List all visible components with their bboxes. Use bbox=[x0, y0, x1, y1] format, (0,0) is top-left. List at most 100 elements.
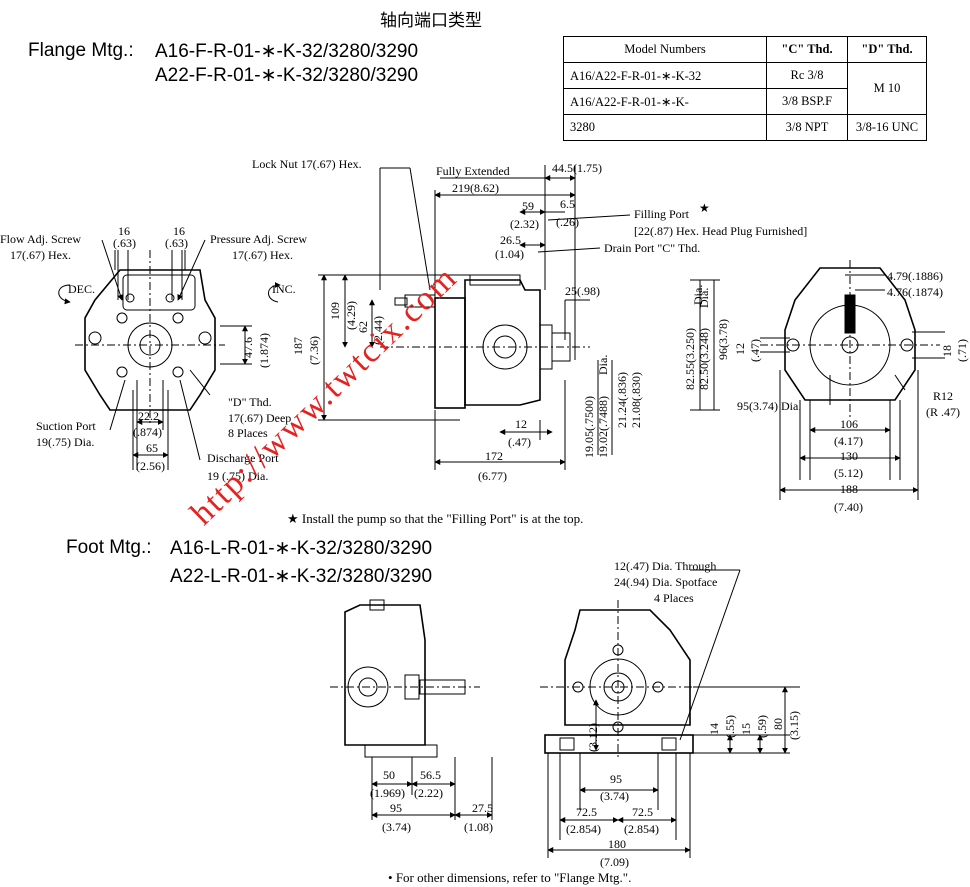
table-row: A16/A22-F-R-01-∗-K-32 Rc 3/8 M 10 bbox=[563, 62, 927, 115]
label-r12: R12 bbox=[933, 389, 953, 403]
foot-mtg-label: Foot Mtg.: bbox=[66, 537, 152, 558]
dim-foot-15: 15 bbox=[739, 723, 753, 735]
table-row: 3280 3/8 NPT 3/8-16 UNC bbox=[563, 114, 927, 141]
dim-foot-59: (.59) bbox=[755, 715, 769, 738]
flange-side-view bbox=[318, 165, 720, 470]
dim-foot-3-12: (3.12) bbox=[586, 723, 600, 752]
label-r47: (R .47) bbox=[926, 405, 960, 419]
label-d-thd-deep: 17(.67) Deep bbox=[228, 411, 291, 425]
dim-foot-95b: 95 bbox=[610, 772, 622, 786]
label-hole-3: 4 Places bbox=[654, 591, 694, 605]
table-row: A16/A22-F-R-01-∗-K- 3/8 BSP.F bbox=[563, 88, 927, 115]
label-drain-port: Drain Port "C" Thd. bbox=[604, 241, 700, 255]
flange-front-view bbox=[58, 239, 281, 470]
dim-foot-3-74a: (3.74) bbox=[382, 820, 411, 834]
table-header: Model Numbers bbox=[563, 36, 767, 63]
dim-63b: (.63) bbox=[165, 236, 188, 250]
dim-25: 25(.98) bbox=[565, 284, 600, 298]
dim-shaft-21-08: 21.08(.830) bbox=[629, 372, 643, 428]
label-d-thd-places: 8 Places bbox=[228, 426, 268, 440]
dim-foot-50: 50 bbox=[383, 768, 395, 782]
table-cell: M 10 bbox=[847, 62, 927, 115]
table-cell: Rc 3/8 bbox=[766, 62, 848, 89]
other-dims-note: • For other dimensions, refer to "Flange… bbox=[388, 870, 631, 886]
table-header: "D" Thd. bbox=[847, 36, 927, 63]
dim-109: 109 bbox=[328, 302, 342, 320]
label-d-thd: "D" Thd. bbox=[228, 395, 272, 409]
flange-rear-view bbox=[760, 260, 945, 500]
dim-71: (.71) bbox=[955, 339, 969, 362]
dim-106: 106 bbox=[840, 417, 858, 431]
foot-model-2: A22-L-R-01-∗-K-32/3280/3290 bbox=[170, 566, 433, 587]
dim-172: 172 bbox=[485, 449, 503, 463]
page-title: 轴向端口类型 bbox=[380, 11, 482, 31]
dim-96: 96(3.78) bbox=[716, 319, 730, 360]
dim-foot-27-5: 27.5 bbox=[472, 801, 493, 815]
dim-1-04: (1.04) bbox=[495, 247, 524, 261]
dim-2-32: (2.32) bbox=[510, 217, 539, 231]
label-inc: INC. bbox=[272, 282, 296, 296]
dim-7-40: (7.40) bbox=[834, 500, 863, 514]
dim-foot-72-5a: 72.5 bbox=[576, 805, 597, 819]
dim-foot-2-22: (2.22) bbox=[414, 786, 443, 800]
dim-16a: 16 bbox=[118, 224, 130, 238]
table-cell: A16/A22-F-R-01-∗-K- bbox=[563, 88, 767, 115]
dim-1-874: (1.874) bbox=[257, 333, 271, 368]
dim-47b: (.47) bbox=[748, 339, 762, 362]
dim-foot-72-5b: 72.5 bbox=[632, 805, 653, 819]
dim-187: 187 bbox=[291, 337, 305, 355]
dim-pilot-82-50: 82.50(3.248) bbox=[697, 328, 711, 390]
star-icon: ★ bbox=[287, 511, 299, 526]
dim-foot-14: 14 bbox=[707, 723, 721, 735]
dim-130: 130 bbox=[840, 449, 858, 463]
dim-65: 65 bbox=[146, 441, 158, 455]
dim-22-2: 22.2 bbox=[138, 409, 159, 423]
foot-front-view bbox=[540, 569, 800, 858]
model-table: Model Numbers "C" Thd. "D" Thd. A16/A22-… bbox=[563, 36, 927, 141]
label-suction-dia: 19(.75) Dia. bbox=[36, 435, 94, 449]
dim-foot-80: 80 bbox=[771, 718, 785, 730]
install-note-text: Install the pump so that the "Filling Po… bbox=[301, 511, 584, 526]
dim-188: 188 bbox=[840, 482, 858, 496]
label-discharge-port: Discharge Port bbox=[207, 451, 279, 465]
label-press-adj: Pressure Adj. Screw bbox=[210, 232, 307, 246]
dim-874: (.874) bbox=[133, 425, 162, 439]
dim-foot-56-5: 56.5 bbox=[420, 768, 441, 782]
flange-model-1: A16-F-R-01-∗-K-32/3280/3290 bbox=[155, 41, 419, 62]
dim-key-4-76: 4.76(.1874) bbox=[887, 285, 943, 299]
dim-59: 59 bbox=[522, 199, 534, 213]
dim-shaft-21-24: 21.24(.836) bbox=[615, 372, 629, 428]
dim-6-5: 6.5 bbox=[560, 197, 575, 211]
label-flow-adj: Flow Adj. Screw bbox=[0, 232, 81, 246]
label-dia-b: Dia. bbox=[697, 288, 711, 308]
label-fully-extended: Fully Extended bbox=[436, 164, 510, 178]
dim-12a: 12 bbox=[515, 417, 527, 431]
bullet-icon: • bbox=[388, 870, 393, 885]
dim-2-56: (2.56) bbox=[136, 459, 165, 473]
dim-foot-2-854b: (2.854) bbox=[624, 822, 659, 836]
dim-0-26: (.26) bbox=[556, 215, 579, 229]
star-marker: ★ bbox=[699, 201, 710, 215]
dim-47-6: 47.6 bbox=[241, 337, 255, 358]
label-lock-nut: Lock Nut 17(.67) Hex. bbox=[252, 157, 362, 171]
foot-side-view bbox=[330, 599, 493, 820]
install-note: ★ Install the pump so that the "Filling … bbox=[287, 511, 583, 527]
dim-shaft-19-02: 19.02(.7488) bbox=[596, 396, 610, 458]
label-dia-c: Dia. bbox=[691, 285, 705, 305]
dim-foot-3-74b: (3.74) bbox=[600, 789, 629, 803]
table-cell: A16/A22-F-R-01-∗-K-32 bbox=[563, 62, 767, 89]
dim-4-29: (4.29) bbox=[344, 301, 358, 330]
dim-foot-2-854a: (2.854) bbox=[566, 822, 601, 836]
flange-mtg-label: Flange Mtg.: bbox=[28, 40, 134, 61]
label-discharge-dia: 19 (.75) Dia. bbox=[207, 469, 268, 483]
dim-foot-55: (.55) bbox=[723, 715, 737, 738]
label-hole-1: 12(.47) Dia. Through bbox=[614, 559, 716, 573]
dim-219: 219(8.62) bbox=[452, 181, 499, 195]
dim-foot-95a: 95 bbox=[390, 801, 402, 815]
dim-foot-1-969: (1.969) bbox=[370, 786, 405, 800]
label-flow-adj-hex: 17(.67) Hex. bbox=[10, 248, 71, 262]
other-dims-text: For other dimensions, refer to "Flange M… bbox=[395, 870, 632, 885]
dim-18: 18 bbox=[940, 345, 954, 357]
